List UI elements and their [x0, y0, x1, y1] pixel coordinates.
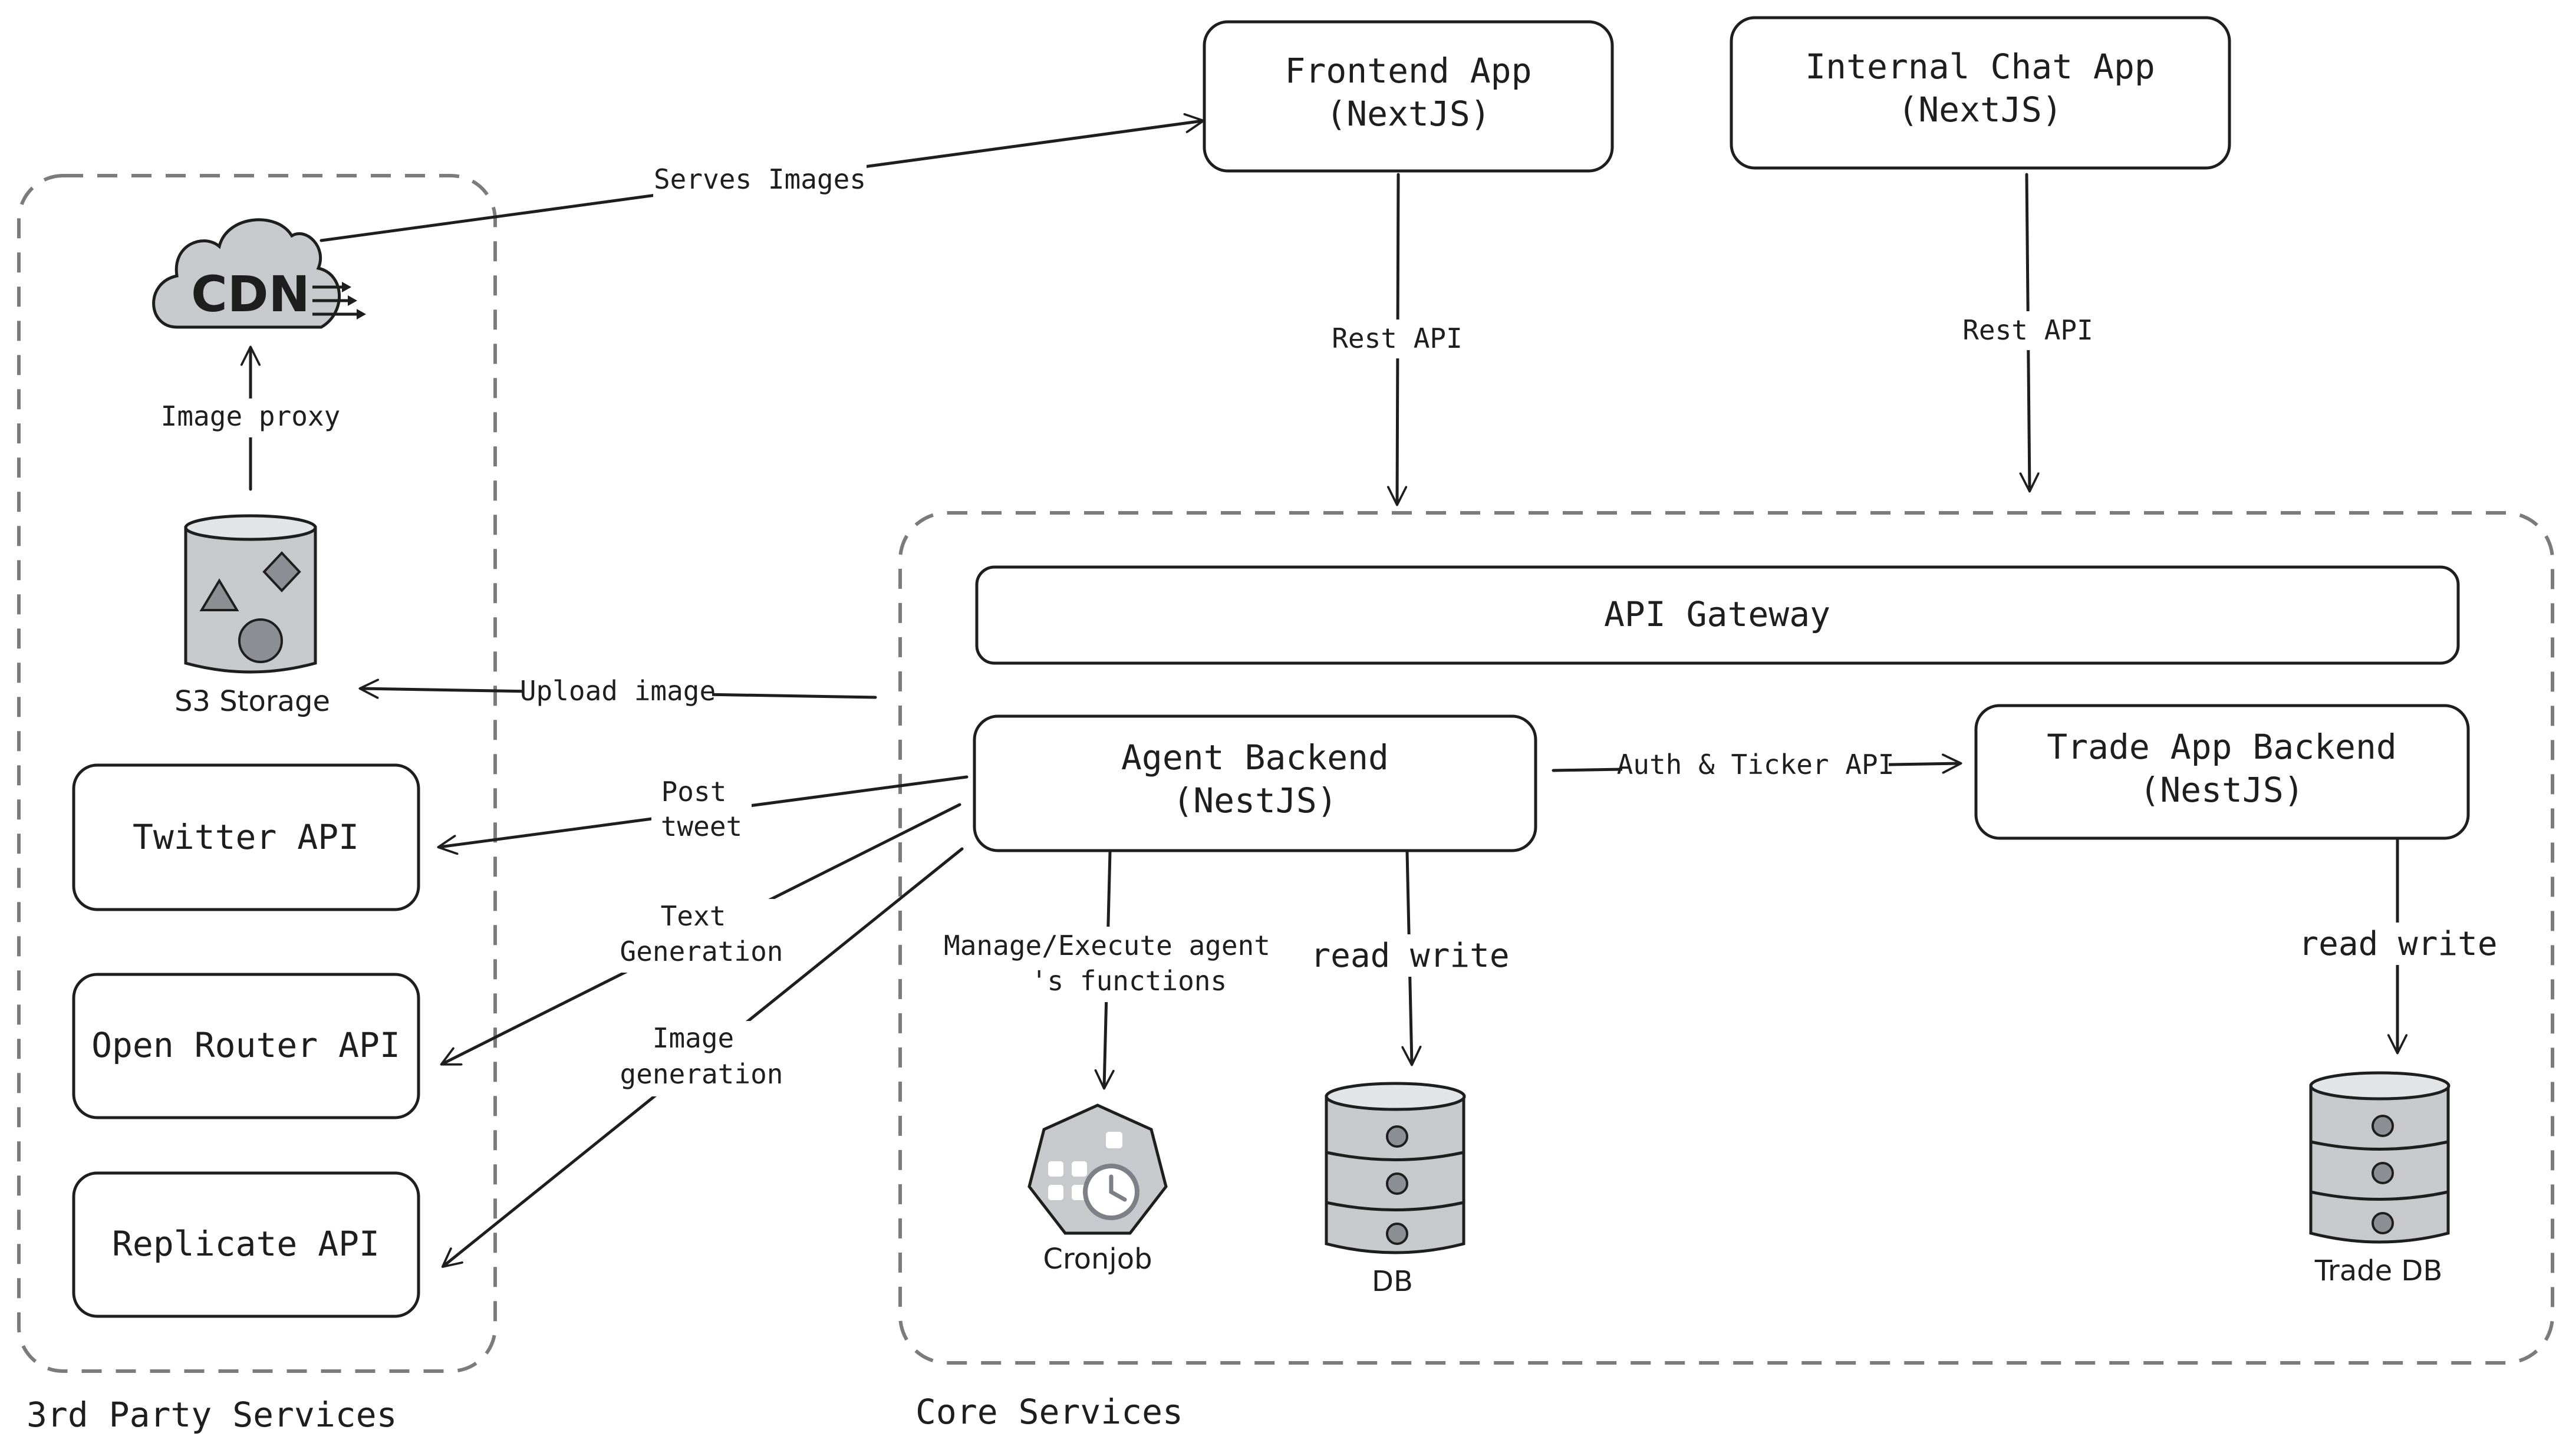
- edge-label-manage-execute-1: Manage/Execute agent: [944, 930, 1270, 961]
- open-router-api-node[interactable]: Open Router API: [72, 973, 420, 1119]
- db-node[interactable]: DB: [1325, 1082, 1466, 1298]
- edge-label-rest-api-frontend: Rest API: [1332, 322, 1463, 354]
- twitter-api-label: Twitter API: [133, 817, 359, 857]
- database-icon: [2309, 1071, 2451, 1244]
- open-router-api-label: Open Router API: [91, 1025, 400, 1065]
- bucket-icon: [184, 514, 317, 674]
- api-gateway-node[interactable]: API Gateway: [975, 565, 2460, 665]
- edge-auth-ticker: Auth & Ticker API: [1552, 747, 1960, 784]
- internal-chat-app-node[interactable]: Internal Chat App (NextJS): [1730, 16, 2231, 170]
- edge-label-post-tweet-2: tweet: [661, 811, 742, 842]
- edge-post-tweet: Post tweet: [439, 775, 969, 849]
- edge-image-generation: Image generation: [443, 847, 964, 1266]
- s3-storage-node[interactable]: S3 Storage: [174, 514, 330, 718]
- trade-app-backend-node[interactable]: Trade App Backend (NestJS): [1974, 704, 2470, 840]
- agent-backend-subtitle: (NestJS): [1172, 780, 1337, 821]
- frontend-app-subtitle: (NextJS): [1326, 94, 1490, 134]
- edge-manage-execute: Manage/Execute agent 's functions: [944, 850, 1270, 1088]
- trade-db-node[interactable]: Trade DB: [2309, 1071, 2451, 1287]
- cdn-node[interactable]: CDN: [152, 218, 366, 329]
- edge-rest-api-frontend: Rest API: [1326, 173, 1468, 504]
- replicate-api-label: Replicate API: [112, 1224, 380, 1264]
- db-label: DB: [1372, 1265, 1413, 1298]
- core-services-group-label: Core Services: [915, 1392, 1183, 1432]
- edge-image-proxy: Image proxy: [161, 348, 341, 491]
- internal-chat-app-subtitle: (NextJS): [1898, 90, 2062, 130]
- twitter-api-node[interactable]: Twitter API: [72, 763, 420, 911]
- s3-storage-label: S3 Storage: [174, 685, 330, 718]
- edge-label-read-write-trade-db: read write: [2298, 925, 2497, 963]
- trade-app-backend-subtitle: (NestJS): [2139, 770, 2304, 810]
- replicate-api-node[interactable]: Replicate API: [72, 1171, 420, 1318]
- edge-label-auth-ticker: Auth & Ticker API: [1617, 749, 1895, 780]
- edge-label-rest-api-chat: Rest API: [1962, 314, 2093, 346]
- frontend-app-node[interactable]: Frontend App (NextJS): [1203, 20, 1614, 173]
- edge-label-upload-image: Upload image: [520, 675, 716, 707]
- database-icon: [1325, 1082, 1466, 1254]
- edge-label-image-generation-2: generation: [620, 1058, 783, 1090]
- internal-chat-app-title: Internal Chat App: [1805, 47, 2155, 87]
- third-party-group-label: 3rd Party Services: [27, 1395, 397, 1435]
- trade-db-label: Trade DB: [2314, 1254, 2443, 1287]
- edge-upload-image: Upload image: [361, 673, 877, 710]
- edge-text-generation: Text Generation: [442, 803, 961, 1064]
- edge-label-manage-execute-2: 's functions: [1031, 965, 1227, 997]
- api-gateway-label: API Gateway: [1604, 594, 1830, 634]
- third-party-group: 3rd Party Services: [17, 174, 497, 1435]
- edge-serves-images: Serves Images: [320, 121, 1203, 242]
- cronjob-label: Cronjob: [1043, 1243, 1152, 1276]
- edge-label-image-generation-1: Image: [653, 1022, 734, 1054]
- cdn-label: CDN: [191, 265, 310, 323]
- cronjob-node[interactable]: Cronjob: [1027, 1103, 1168, 1276]
- edge-read-write-trade-db: read write: [2296, 838, 2502, 1052]
- agent-backend-title: Agent Backend: [1121, 737, 1389, 778]
- edge-label-text-generation-2: Generation: [620, 935, 783, 967]
- edge-label-post-tweet-1: Post: [661, 776, 727, 808]
- edge-label-serves-images: Serves Images: [654, 163, 866, 195]
- edge-label-read-write-db: read write: [1310, 937, 1509, 975]
- edge-label-image-proxy: Image proxy: [161, 400, 341, 432]
- cronjob-icon: [1027, 1103, 1168, 1235]
- trade-app-backend-title: Trade App Backend: [2047, 727, 2397, 767]
- cloud-icon: [152, 218, 366, 329]
- edge-rest-api-chat: Rest API: [1957, 173, 2099, 490]
- agent-backend-node[interactable]: Agent Backend (NestJS): [973, 714, 1537, 852]
- edge-label-text-generation-1: Text: [661, 900, 726, 932]
- edge-read-write-db: read write: [1307, 850, 1514, 1064]
- frontend-app-title: Frontend App: [1284, 51, 1531, 91]
- core-services-group: Core Services: [898, 511, 2554, 1432]
